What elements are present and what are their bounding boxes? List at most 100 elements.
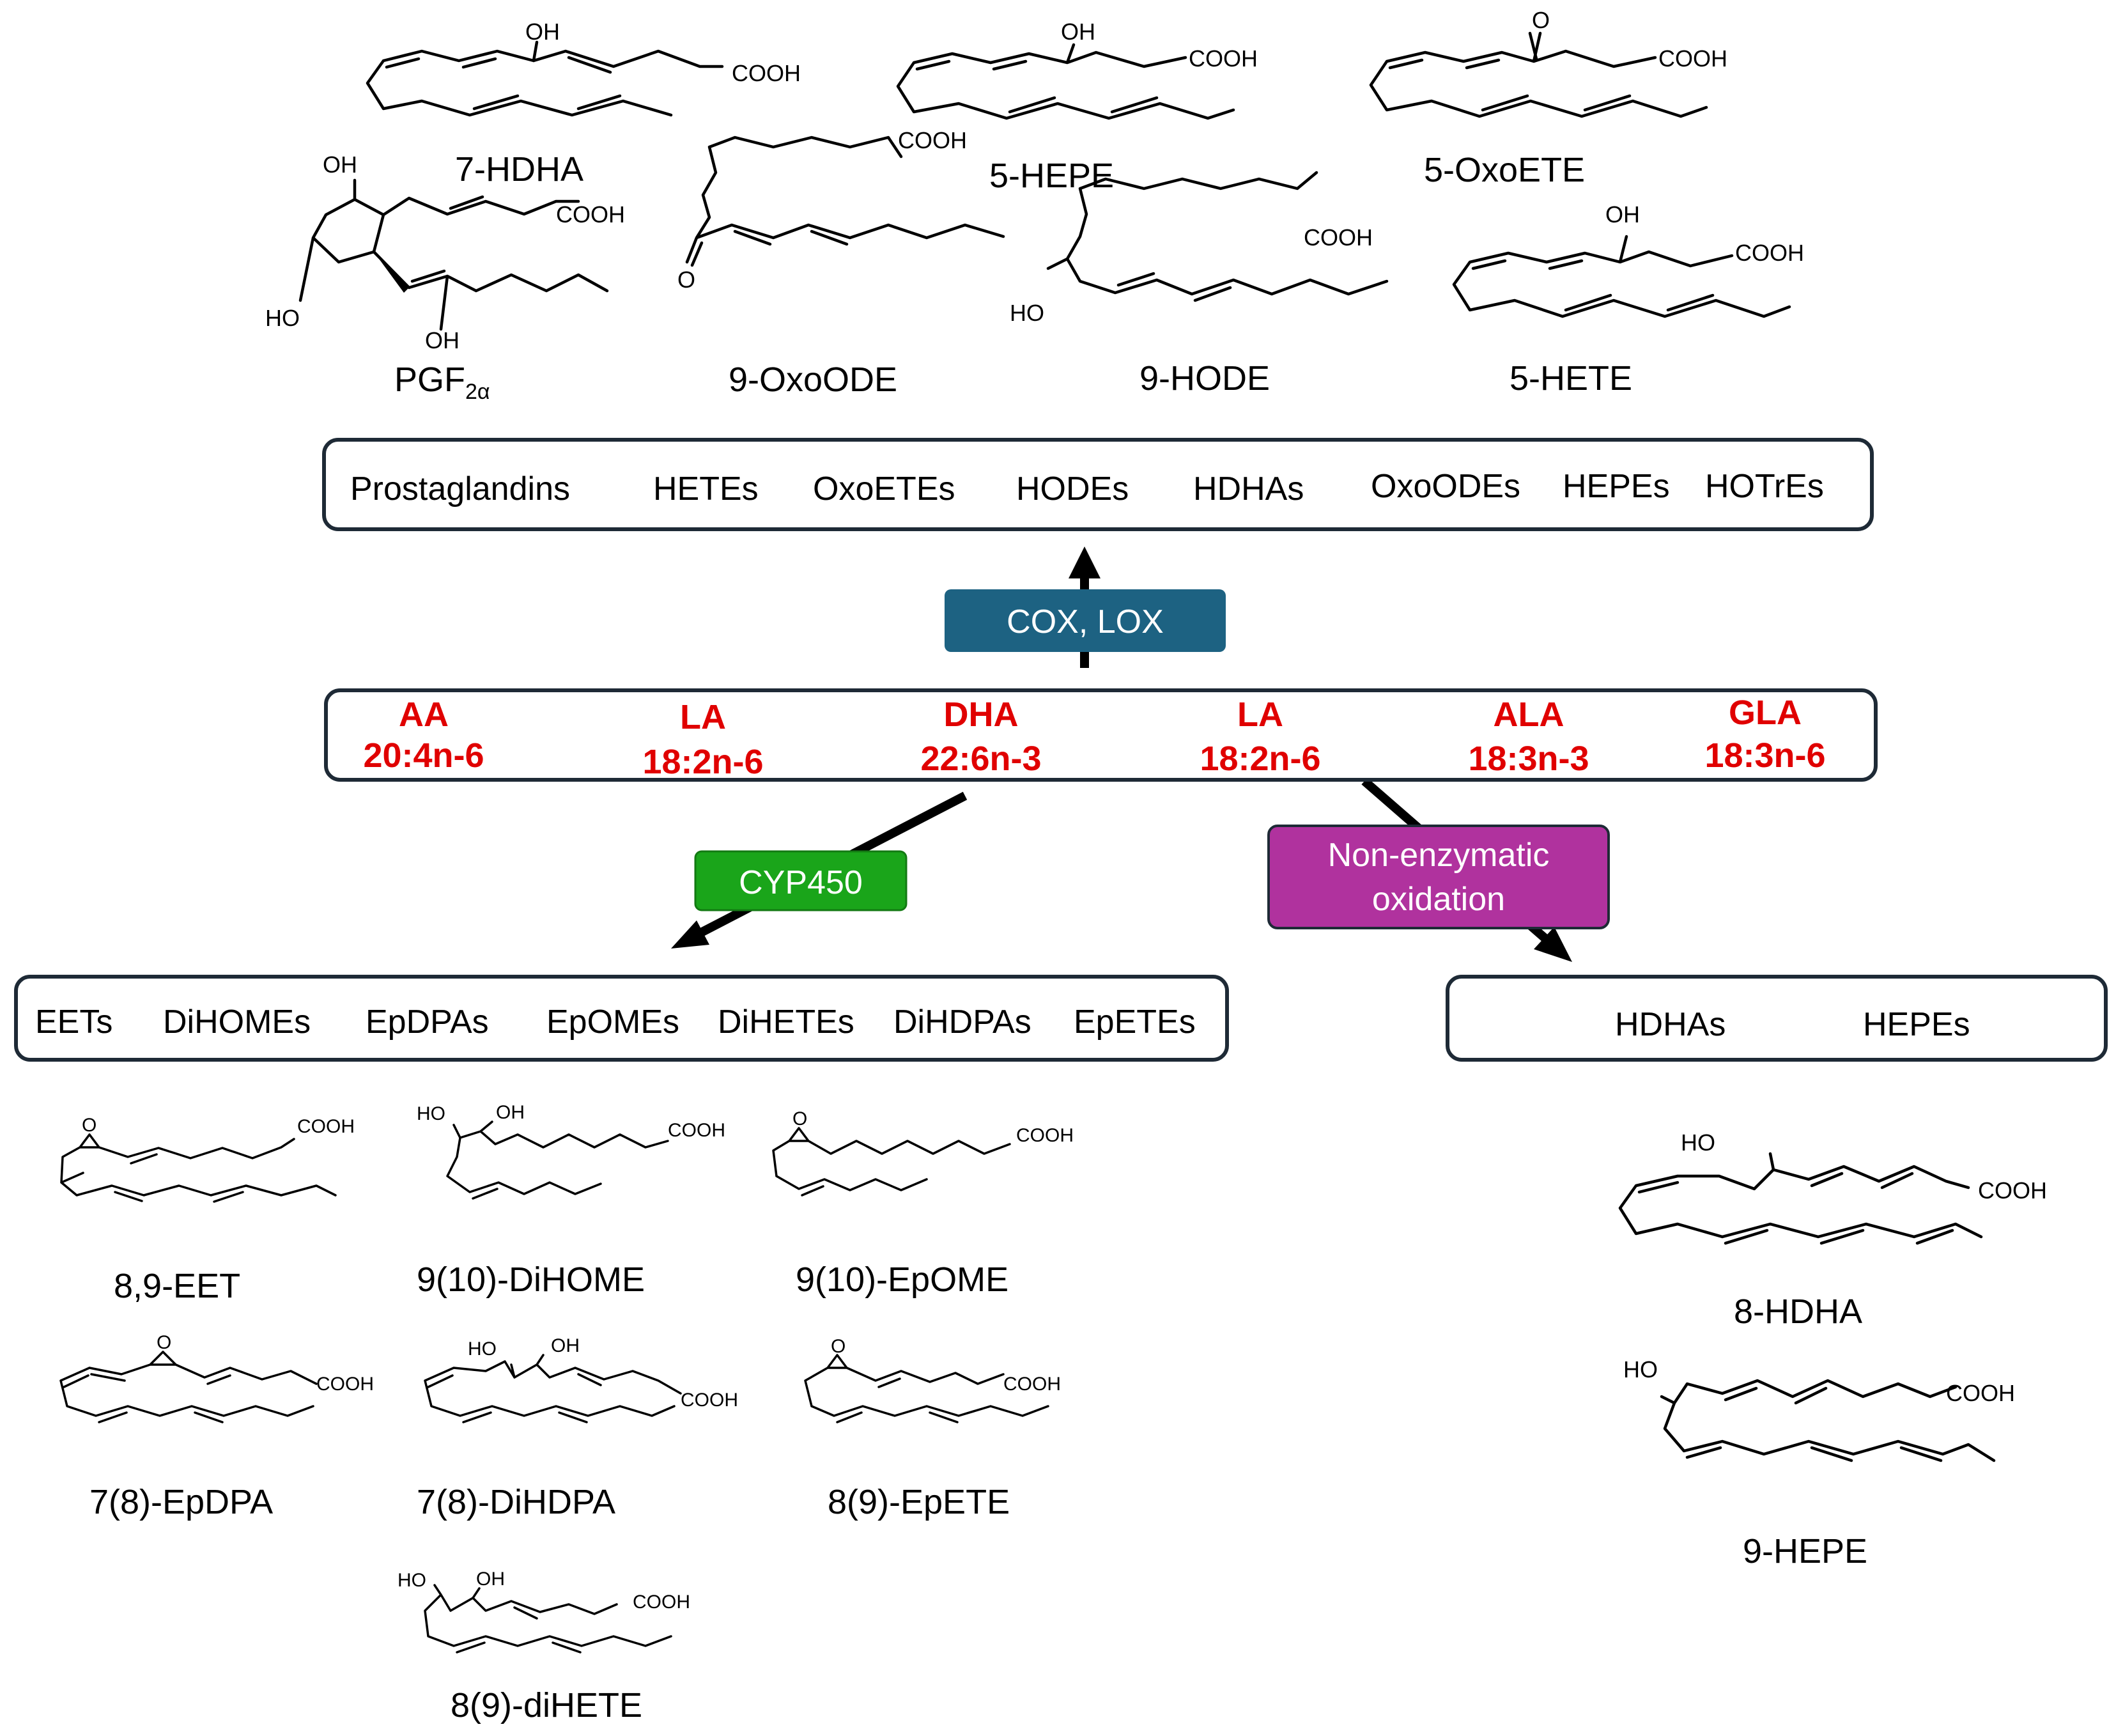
atom-label: O <box>792 1108 807 1129</box>
structure-5-hete: OH COOH 5-HETE <box>1452 201 1804 398</box>
atom-label: OH <box>323 151 357 178</box>
product-class-label: HODEs <box>1016 470 1129 508</box>
structure-5-oxoete: O COOH 5-OxoETE <box>1369 7 1727 189</box>
product-class-label: DiHDPAs <box>893 1004 1031 1041</box>
fatty-acid-notation: 20:4n-6 <box>363 736 484 775</box>
atom-label: COOH <box>1304 224 1373 251</box>
fatty-acid-box <box>324 688 1878 782</box>
structure-label: 9-OxoODE <box>729 360 897 399</box>
structure-8-9-epete: O COOH 8(9)-EpETE <box>804 1336 1061 1521</box>
fatty-acid-notation: 18:2n-6 <box>642 743 763 781</box>
atom-label: OH <box>476 1569 505 1590</box>
fatty-acid-name: LA <box>680 698 726 736</box>
cyp450-label: CYP450 <box>739 864 863 901</box>
atom-label: OH <box>425 327 459 353</box>
atom-label: COOH <box>1003 1374 1061 1395</box>
nonenzymatic-products-box <box>1446 975 2108 1062</box>
structure-label: 8(9)-diHETE <box>451 1686 642 1724</box>
nonenzymatic-badge <box>1267 825 1610 929</box>
atom-label: COOH <box>1189 45 1258 72</box>
structure-label: 9-HEPE <box>1743 1532 1867 1570</box>
atom-label: HO <box>1681 1129 1715 1156</box>
cox-lox-badge <box>945 589 1226 652</box>
atom-label: O <box>677 267 695 293</box>
product-class-label: EpETEs <box>1074 1004 1196 1041</box>
fatty-acid-name: AA <box>399 695 449 734</box>
product-class-label: DiHETEs <box>718 1004 854 1041</box>
structure-9-10-epome: O COOH 9(10)-EpOME <box>772 1108 1074 1299</box>
structure-label: 8(9)-EpETE <box>828 1483 1010 1521</box>
structure-pgf2a: OH COOH HO OH PGF2α <box>265 151 625 404</box>
structure-9-hode: HO COOH 9-HODE <box>1010 171 1389 398</box>
structure-8-9-dihete: HO OH COOH 8(9)-diHETE <box>398 1569 690 1724</box>
structure-label: 7(8)-EpDPA <box>89 1483 273 1521</box>
atom-label: HO <box>398 1570 426 1591</box>
structure-label: 9-HODE <box>1139 359 1270 398</box>
atom-label: COOH <box>732 60 801 86</box>
structure-7-hdha: OH COOH 7-HDHA <box>366 19 801 189</box>
atom-label: COOH <box>1658 45 1727 72</box>
structure-label: 5-HEPE <box>989 157 1114 195</box>
atom-label: HO <box>265 305 300 331</box>
fatty-acid-notation: 18:2n-6 <box>1200 740 1320 778</box>
product-class-label: HOTrEs <box>1705 468 1824 505</box>
atom-label: COOH <box>668 1120 725 1141</box>
cyp450-products-box <box>14 975 1229 1062</box>
product-class-label: HETEs <box>653 470 759 508</box>
nonenzymatic-label: oxidation <box>1372 881 1505 918</box>
atom-label: O <box>1532 7 1550 33</box>
atom-label: OH <box>1605 201 1640 228</box>
atom-label: COOH <box>297 1116 355 1137</box>
atom-label: O <box>82 1115 97 1136</box>
fatty-acid-name: DHA <box>944 695 1019 734</box>
product-class-label: HDHAs <box>1615 1006 1726 1043</box>
atom-label: COOH <box>633 1592 690 1613</box>
product-class-label: OxoODEs <box>1371 468 1520 505</box>
atom-label: O <box>157 1332 171 1353</box>
atom-label: O <box>831 1336 846 1357</box>
structure-label: 9(10)-EpOME <box>796 1260 1008 1299</box>
fatty-acid-notation: 22:6n-3 <box>920 740 1041 778</box>
product-class-label: HEPEs <box>1563 468 1670 505</box>
atom-label: OH <box>551 1335 580 1356</box>
fatty-acid-name: ALA <box>1494 695 1564 734</box>
structure-label: PGF2α <box>394 360 490 404</box>
atom-label: OH <box>1061 19 1095 45</box>
structure-9-oxoode: O COOH 9-OxoODE <box>677 127 1005 399</box>
product-class-label: Prostaglandins <box>350 470 570 508</box>
structure-8-9-eet: O COOH 8,9-EET <box>60 1115 355 1305</box>
product-class-label: HDHAs <box>1193 470 1304 508</box>
structure-label: 5-OxoETE <box>1424 151 1585 189</box>
structure-7-8-epdpa: O COOH 7(8)-EpDPA <box>59 1332 374 1521</box>
atom-label: COOH <box>1735 240 1804 266</box>
structure-label: 8-HDHA <box>1734 1292 1862 1331</box>
atom-label: HO <box>1010 300 1044 326</box>
product-class-label: EETs <box>35 1004 112 1041</box>
product-class-label: DiHOMEs <box>163 1004 311 1041</box>
atom-label: HO <box>468 1338 497 1360</box>
structure-label: 9(10)-DiHOME <box>417 1260 645 1299</box>
atom-label: COOH <box>316 1374 374 1395</box>
structure-label: 7-HDHA <box>455 150 583 189</box>
cox-lox-label: COX, LOX <box>1007 603 1164 640</box>
atom-label: COOH <box>1016 1125 1074 1146</box>
product-class-label: EpDPAs <box>366 1004 489 1041</box>
lox-cox-products-box <box>322 438 1874 531</box>
structure-label: 5-HETE <box>1510 359 1632 398</box>
structure-7-8-dihdpa: HO OH COOH 7(8)-DiHDPA <box>417 1335 738 1521</box>
structure-9-10-dihome: HO OH COOH 9(10)-DiHOME <box>417 1102 725 1299</box>
fatty-acid-name: GLA <box>1729 694 1802 732</box>
structure-9-hepe: HO COOH 9-HEPE <box>1623 1356 2015 1570</box>
cyp450-badge <box>694 850 907 911</box>
atom-label: COOH <box>681 1390 738 1411</box>
nonenzymatic-label: Non-enzymatic <box>1328 837 1550 874</box>
atom-label: OH <box>525 19 560 45</box>
product-class-label: EpOMEs <box>546 1004 679 1041</box>
atom-label: COOH <box>556 201 625 228</box>
structure-5-hepe: OH COOH 5-HEPE <box>896 19 1258 195</box>
product-class-label: HEPEs <box>1863 1006 1970 1043</box>
atom-label: OH <box>496 1102 525 1123</box>
structure-label: 7(8)-DiHDPA <box>417 1483 615 1521</box>
product-class-label: OxoETEs <box>813 470 955 508</box>
